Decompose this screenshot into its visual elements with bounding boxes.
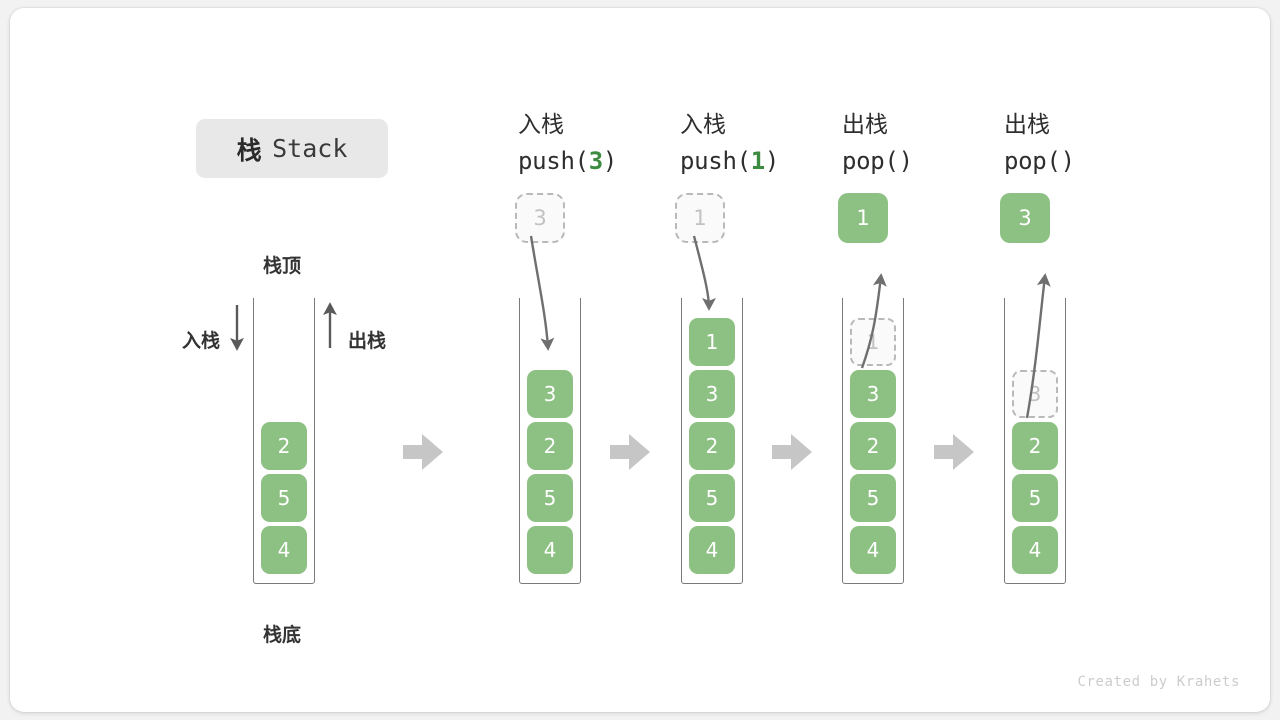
stack-cell: 5 [850,474,896,522]
stack-cell: 2 [850,422,896,470]
heading-code-pop-3: pop() [1004,149,1075,173]
popped-cell: 1 [838,193,888,243]
stack-container-pop-3 [1004,298,1066,584]
heading-cn-pop-3: 出栈 [1004,112,1050,138]
stack-top-label: 栈顶 [263,255,302,277]
step-arrow-icon [772,434,812,470]
stack-cell: 2 [1012,422,1058,470]
code-prefix: pop( [1004,147,1061,175]
heading-code-push-3: push(3) [518,149,617,173]
code-suffix: ) [898,147,913,175]
stack-cell: 4 [1012,526,1058,574]
stack-cell: 3 [850,370,896,418]
column-heading-push-1: 入栈 push(1) [680,112,779,174]
heading-cn-push-1: 入栈 [680,112,726,138]
removed-ghost-cell: 3 [1012,370,1058,418]
stack-cell: 4 [689,526,735,574]
step-arrow-icon [610,434,650,470]
stack-cell: 4 [527,526,573,574]
arrows-overlay [230,235,1051,470]
column-heading-pop-3: 出栈 pop() [1004,112,1075,174]
stack-container-initial [253,298,315,584]
removed-ghost-cell: 1 [850,318,896,366]
incoming-ghost-cell: 1 [675,193,725,243]
stack-cell: 2 [261,422,307,470]
heading-cn-pop-1: 出栈 [842,112,888,138]
stack-cell: 5 [527,474,573,522]
code-suffix: ) [602,147,618,175]
code-suffix: ) [1060,147,1075,175]
stack-cell: 3 [527,370,573,418]
stack-title-chip: 栈 Stack [196,119,388,178]
step-arrow-icon [934,434,974,470]
pop-side-label: 出栈 [348,330,387,352]
stack-cell: 1 [689,318,735,366]
stack-cell: 5 [689,474,735,522]
push-side-label: 入栈 [182,330,221,352]
stack-cell: 2 [527,422,573,470]
stack-cell: 5 [261,474,307,522]
code-prefix: push( [518,147,589,175]
stack-cell: 4 [850,526,896,574]
step-arrow-icon [403,434,443,470]
column-heading-pop-1: 出栈 pop() [842,112,913,174]
heading-code-pop-1: pop() [842,149,913,173]
credit-text: Created by Krahets [1077,674,1240,690]
stack-container-pop-1 [842,298,904,584]
column-heading-push-3: 入栈 push(3) [518,112,617,174]
code-prefix: push( [680,147,751,175]
stack-container-push-3 [519,298,581,584]
code-suffix: ) [764,147,780,175]
heading-code-push-1: push(1) [680,149,779,173]
code-argument: 1 [750,147,765,175]
stack-cell: 3 [689,370,735,418]
code-prefix: pop( [842,147,899,175]
incoming-ghost-cell: 3 [515,193,565,243]
stack-cell: 4 [261,526,307,574]
stack-container-push-1 [681,298,743,584]
title-english: Stack [272,134,348,163]
popped-cell: 3 [1000,193,1050,243]
stack-cell: 2 [689,422,735,470]
stack-bottom-label: 栈底 [263,624,302,646]
heading-cn-push-3: 入栈 [518,112,564,138]
code-argument: 3 [588,147,603,175]
title-chinese: 栈 [236,135,263,165]
diagram-card: 栈 Stack 栈顶 栈底 入栈 出栈 入栈 push(3) 入栈 push(1… [10,8,1270,712]
stack-cell: 5 [1012,474,1058,522]
